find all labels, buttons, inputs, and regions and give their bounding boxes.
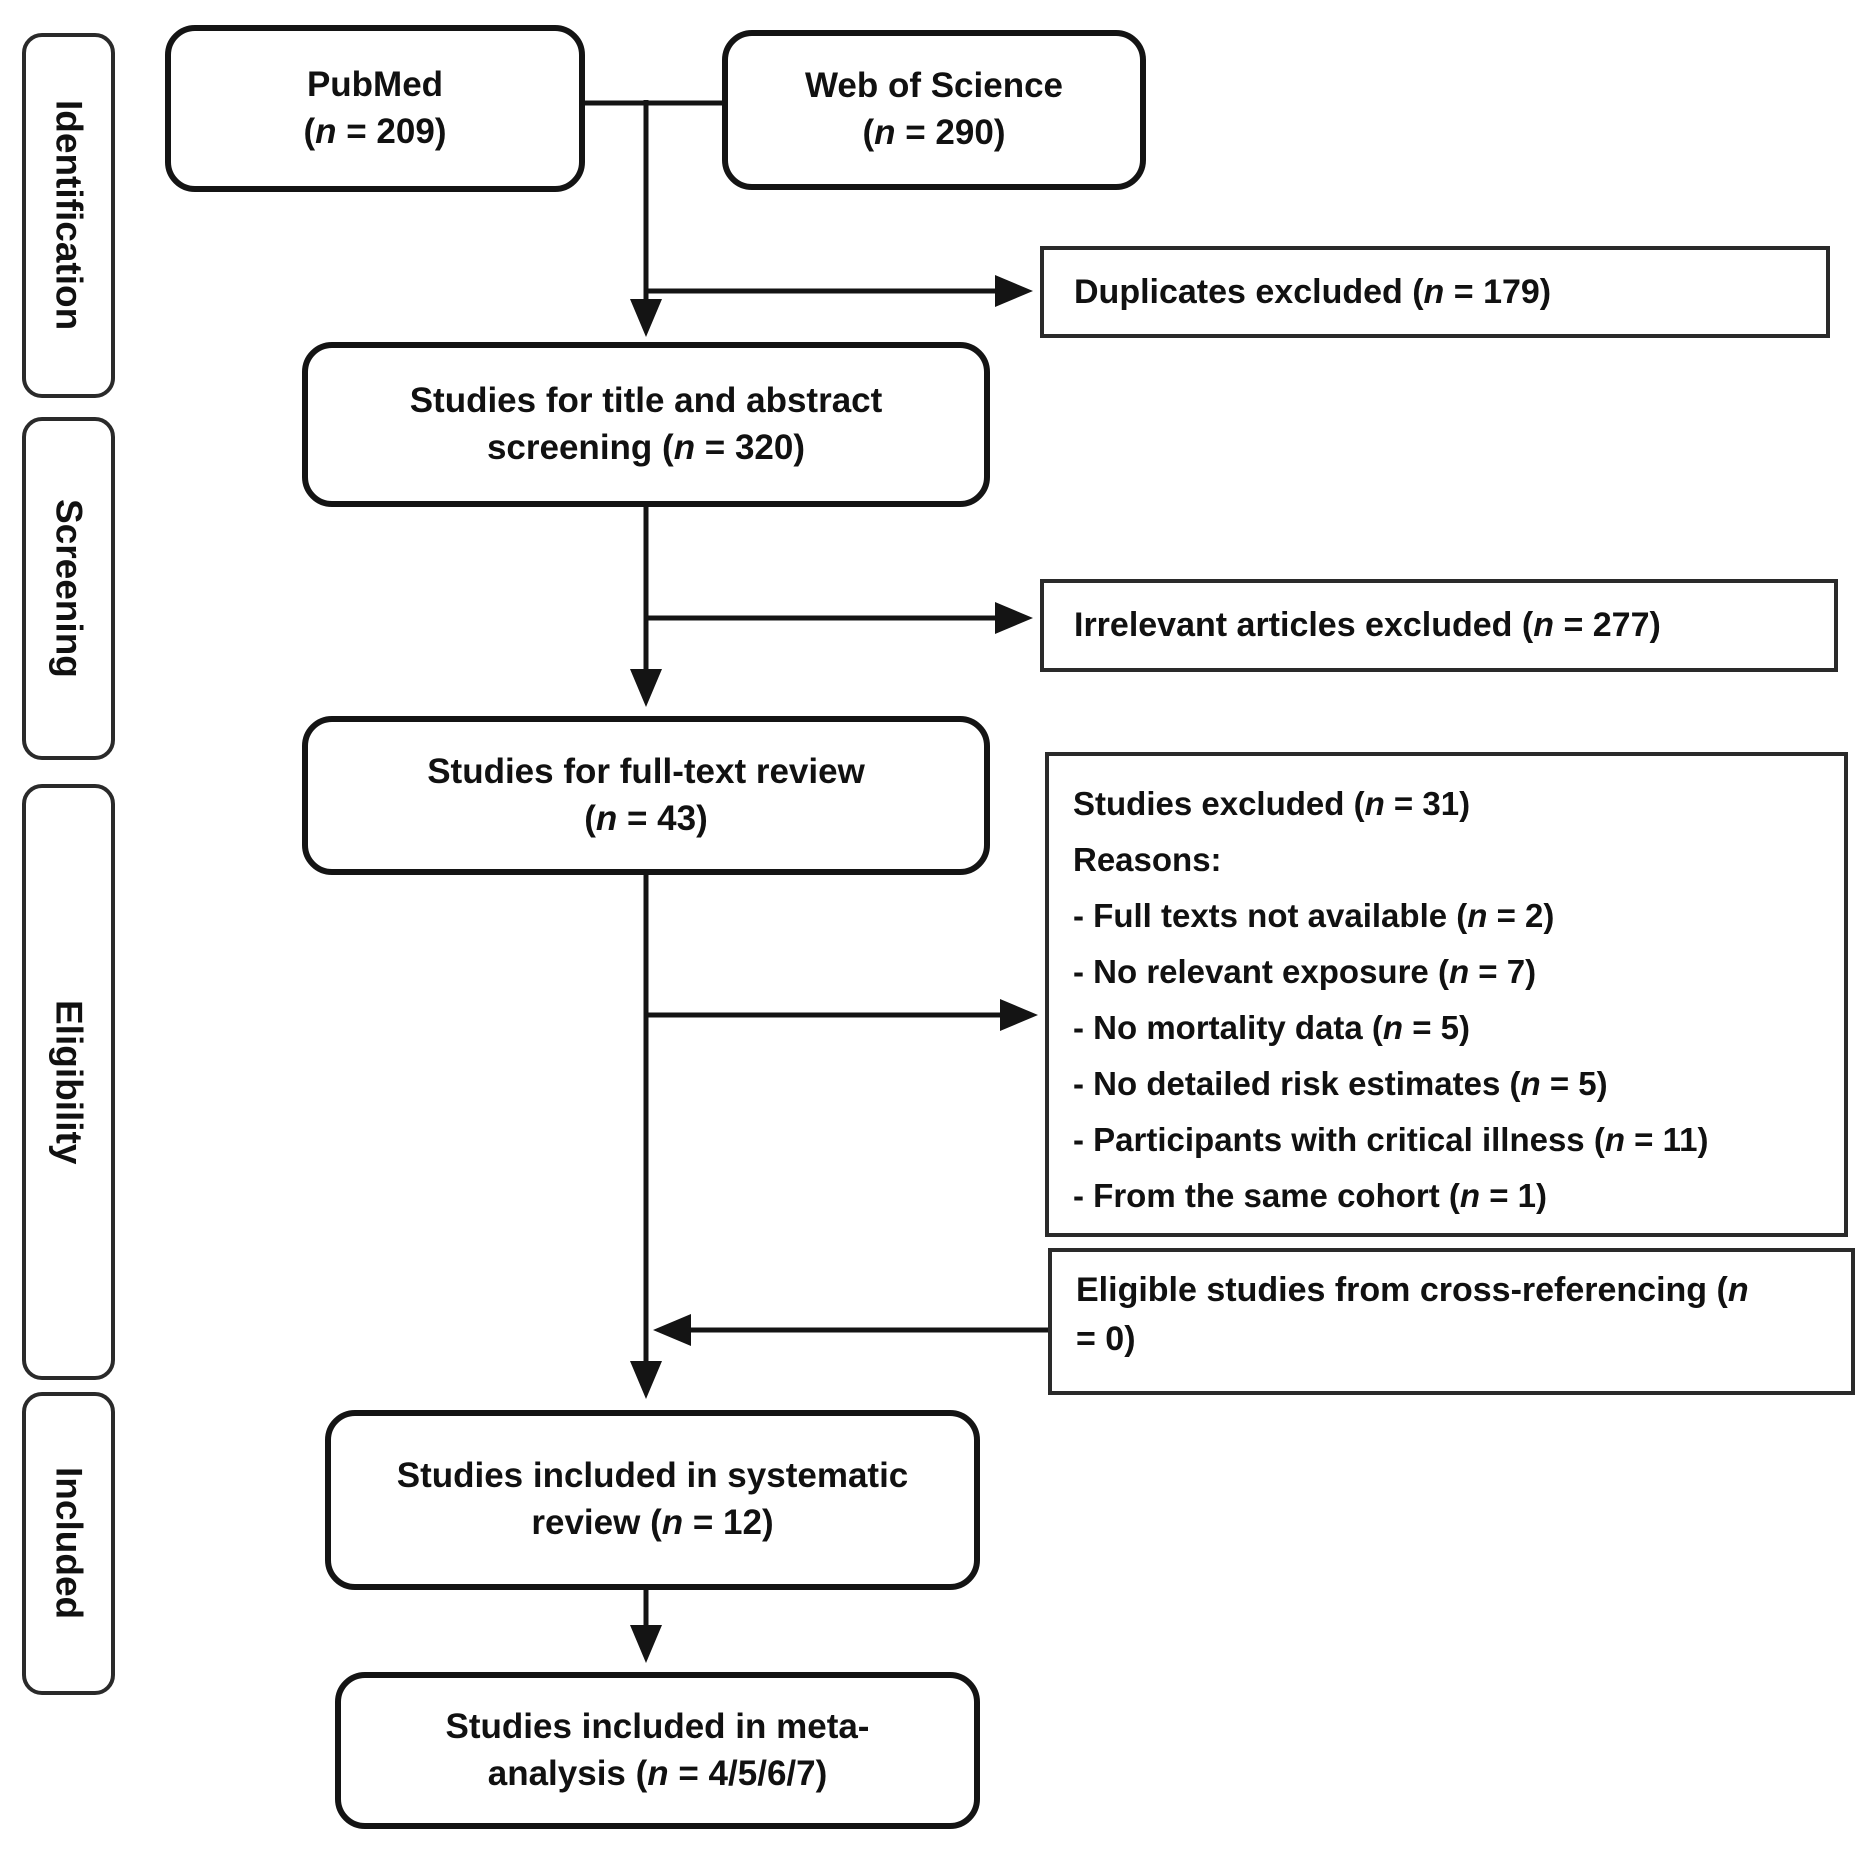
stage-identification-label: Identification bbox=[48, 100, 90, 331]
box-systematic-review-line1: Studies included in systematic bbox=[396, 1456, 909, 1496]
studies-excluded-reason-2: - No relevant exposure (n = 7) bbox=[1073, 953, 1537, 990]
box-full-text-line1: Studies for full-text review bbox=[427, 751, 865, 791]
box-systematic-review: Studies included in systematic review (n… bbox=[325, 1410, 980, 1590]
box-systematic-review-line2: review (n = 12) bbox=[531, 1503, 774, 1542]
stage-screening-label: Screening bbox=[48, 499, 90, 678]
box-web-of-science-line2: (n = 290) bbox=[862, 113, 1006, 152]
box-duplicates-excluded: Duplicates excluded (n = 179) bbox=[1040, 246, 1830, 338]
cross-referencing-line1: Eligible studies from cross-referencing … bbox=[1076, 1271, 1749, 1309]
stage-screening: Screening bbox=[22, 417, 115, 760]
studies-excluded-reason-3: - No mortality data (n = 5) bbox=[1073, 1009, 1470, 1046]
box-meta-analysis-line1: Studies included in meta- bbox=[445, 1706, 870, 1746]
box-irrelevant-excluded: Irrelevant articles excluded (n = 277) bbox=[1040, 579, 1838, 672]
box-cross-referencing: Eligible studies from cross-referencing … bbox=[1048, 1248, 1855, 1395]
studies-excluded-reason-6: - From the same cohort (n = 1) bbox=[1073, 1177, 1548, 1214]
studies-excluded-title: Studies excluded (n = 31) bbox=[1073, 785, 1471, 822]
studies-excluded-reason-1: - Full texts not available (n = 2) bbox=[1073, 897, 1555, 934]
studies-excluded-reasons-heading: Reasons: bbox=[1073, 841, 1222, 878]
studies-excluded-reason-5: - Participants with critical illness (n … bbox=[1073, 1121, 1709, 1158]
box-full-text-line2: (n = 43) bbox=[584, 798, 708, 838]
box-pubmed-line2: (n = 209) bbox=[303, 111, 447, 151]
box-web-of-science-line1: Web of Science bbox=[804, 66, 1064, 106]
stage-identification: Identification bbox=[22, 33, 115, 398]
cross-referencing-line2: = 0) bbox=[1076, 1320, 1136, 1359]
box-meta-analysis: Studies included in meta- analysis (n = … bbox=[335, 1672, 980, 1829]
stage-eligibility: Eligibility bbox=[22, 784, 115, 1380]
irrelevant-excluded-label: Irrelevant articles excluded (n = 277) bbox=[1074, 606, 1661, 644]
box-meta-analysis-line2: analysis (n = 4/5/6/7) bbox=[487, 1753, 828, 1793]
stage-included-label: Included bbox=[48, 1467, 90, 1620]
box-title-abstract-line1: Studies for title and abstract bbox=[409, 380, 883, 420]
box-pubmed: PubMed (n = 209) bbox=[165, 25, 585, 192]
stage-included: Included bbox=[22, 1392, 115, 1695]
studies-excluded-reason-4: - No detailed risk estimates (n = 5) bbox=[1073, 1065, 1608, 1102]
duplicates-excluded-label: Duplicates excluded (n = 179) bbox=[1074, 272, 1552, 311]
box-title-abstract-screening: Studies for title and abstract screening… bbox=[302, 342, 990, 507]
box-studies-excluded: Studies excluded (n = 31) Reasons: - Ful… bbox=[1045, 752, 1848, 1237]
box-title-abstract-line2: screening (n = 320) bbox=[486, 427, 806, 467]
box-full-text-review: Studies for full-text review (n = 43) bbox=[302, 716, 990, 875]
box-web-of-science: Web of Science (n = 290) bbox=[722, 30, 1146, 190]
stage-eligibility-label: Eligibility bbox=[48, 999, 90, 1165]
box-pubmed-line1: PubMed bbox=[306, 64, 444, 104]
